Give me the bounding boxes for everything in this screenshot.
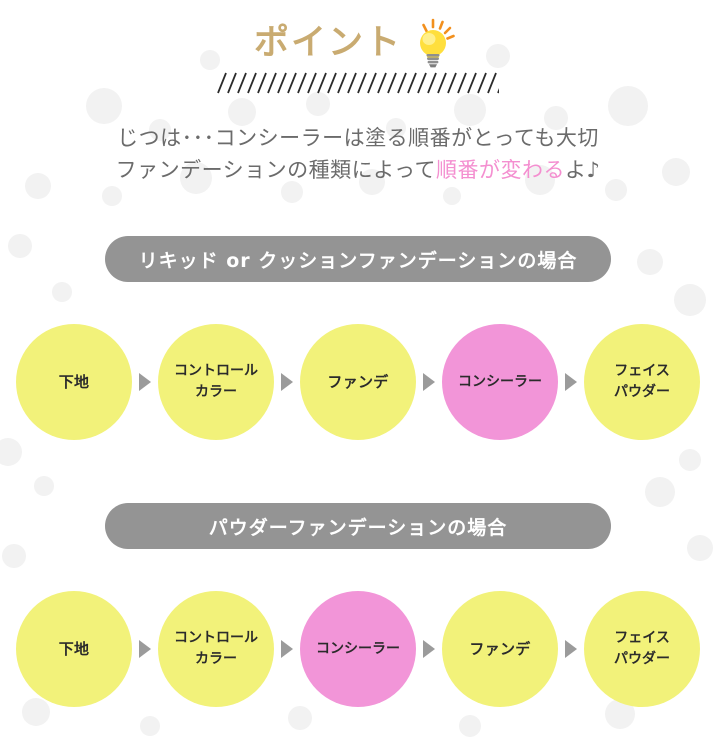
step-label: ファンデ <box>469 639 531 658</box>
section-banner-powder: パウダーファンデーションの場合 <box>105 503 611 549</box>
arrow-right-icon <box>139 373 151 391</box>
arrow-right-icon <box>423 373 435 391</box>
lead-copy: じつは･･･コンシーラーは塗る順番がとっても大切 ファンデーションの種類によって… <box>0 122 716 186</box>
step-circle[interactable]: 下地 <box>16 324 132 440</box>
arrow-right-icon <box>423 640 435 658</box>
step-circle[interactable]: コントロール カラー <box>158 324 274 440</box>
lead-line-2-prefix: ファンデーションの種類によって <box>115 158 436 182</box>
step-circle[interactable]: フェイス パウダー <box>584 324 700 440</box>
lead-line-1: じつは･･･コンシーラーは塗る順番がとっても大切 <box>117 126 599 150</box>
section-banner-liquid-cushion: リキッド or クッションファンデーションの場合 <box>105 236 611 282</box>
arrow-right-icon <box>281 640 293 658</box>
arrow-right-icon <box>565 640 577 658</box>
step-label: コントロール カラー <box>174 630 258 667</box>
step-circle-highlight[interactable]: コンシーラー <box>442 324 558 440</box>
step-circle[interactable]: フェイス パウダー <box>584 591 700 707</box>
step-flow-liquid-cushion: 下地 コントロール カラー ファンデ コンシーラー フェイス パウダー <box>16 316 700 448</box>
step-label: ファンデ <box>327 372 389 391</box>
step-circle-highlight[interactable]: コンシーラー <box>300 591 416 707</box>
step-label: フェイス パウダー <box>614 630 670 667</box>
page-title: ポイント <box>253 22 402 63</box>
step-circle[interactable]: コントロール カラー <box>158 591 274 707</box>
step-circle[interactable]: ファンデ <box>300 324 416 440</box>
step-label: 下地 <box>58 639 90 658</box>
step-label: コンシーラー <box>458 373 542 390</box>
step-flow-powder: 下地 コントロール カラー コンシーラー ファンデ フェイス パウダー <box>16 583 700 715</box>
step-label: フェイス パウダー <box>614 363 670 400</box>
header: ポイント <box>0 0 716 110</box>
step-label: コントロール カラー <box>174 363 258 400</box>
step-circle[interactable]: ファンデ <box>442 591 558 707</box>
title-row: ポイント <box>0 14 716 72</box>
lead-line-2-accent: 順番が変わる <box>436 158 565 182</box>
lead-line-2: ファンデーションの種類によって順番が変わるよ♪ <box>0 154 716 186</box>
step-label: 下地 <box>58 372 90 391</box>
arrow-right-icon <box>565 373 577 391</box>
lead-line-2-suffix: よ♪ <box>565 158 601 182</box>
hatch-divider-row <box>0 72 716 98</box>
diagonal-hatch-divider <box>217 72 499 94</box>
lightbulb-icon <box>406 16 462 72</box>
arrow-right-icon <box>281 373 293 391</box>
step-label: コンシーラー <box>316 640 400 657</box>
arrow-right-icon <box>139 640 151 658</box>
step-circle[interactable]: 下地 <box>16 591 132 707</box>
